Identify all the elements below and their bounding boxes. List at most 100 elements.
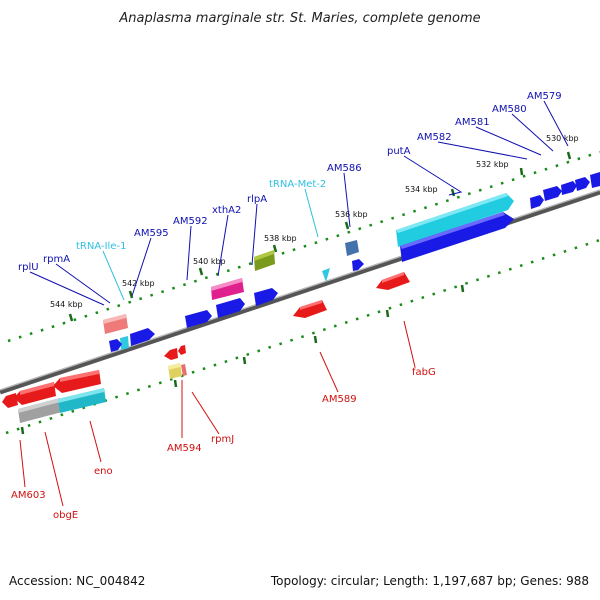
gene-label-AM595[interactable]: AM595 xyxy=(134,228,169,239)
feature-xthA2-shine xyxy=(211,278,242,291)
gene-label-AM586[interactable]: AM586 xyxy=(327,163,362,174)
leader-xthA2 xyxy=(217,214,229,277)
forward-features-row1 xyxy=(103,193,514,334)
major-tick xyxy=(450,188,456,197)
major-tick xyxy=(519,167,524,176)
reverse-label-leaders xyxy=(19,320,416,507)
scale-label: 542 kbp xyxy=(122,279,155,288)
feature-obgE-b-shine xyxy=(18,398,60,413)
scale-label: 532 kbp xyxy=(476,160,509,169)
feature-rplU[interactable] xyxy=(109,339,122,352)
gene-label-eno[interactable]: eno xyxy=(94,466,113,477)
gene-label-tRNA-Ile-1[interactable]: tRNA-Ile-1 xyxy=(76,241,126,252)
feature-putA[interactable] xyxy=(396,193,514,247)
major-tick xyxy=(242,356,247,365)
leader-AM580 xyxy=(511,113,554,152)
feature-rpmJ[interactable] xyxy=(178,345,186,355)
gene-label-tRNA-Met-2[interactable]: tRNA-Met-2 xyxy=(269,179,326,190)
gene-label-rplU[interactable]: rplU xyxy=(18,262,39,273)
feature-AM589[interactable] xyxy=(293,300,327,318)
trna-label-leaders xyxy=(102,188,319,301)
feature-rlpA-shine xyxy=(254,250,274,261)
leader-AM592 xyxy=(186,225,192,281)
scale-label: 538 kbp xyxy=(264,234,297,243)
gene-label-putA[interactable]: putA xyxy=(387,146,411,157)
leader-AM603 xyxy=(19,439,26,488)
gene-label-rpmA[interactable]: rpmA xyxy=(43,254,70,265)
leader-putA xyxy=(403,155,463,196)
gene-label-AM580[interactable]: AM580 xyxy=(492,104,527,115)
gene-label-obgE[interactable]: obgE xyxy=(53,510,78,521)
major-tick xyxy=(313,335,318,344)
feature-xthA2-b[interactable] xyxy=(216,298,245,318)
gene-label-AM582[interactable]: AM582 xyxy=(417,132,452,143)
leader-AM581 xyxy=(475,126,542,156)
feature-AM586b[interactable] xyxy=(352,259,364,271)
major-tick xyxy=(272,244,278,253)
feature-fabG[interactable] xyxy=(376,272,410,290)
leader-obgE xyxy=(44,431,64,507)
feature-AM586[interactable] xyxy=(345,240,359,256)
feature-obgE-shine xyxy=(20,382,54,395)
reverse-labels: fabG AM589 rpmJ AM594 eno obgE AM603 xyxy=(11,367,436,521)
feature-AM594[interactable] xyxy=(164,348,178,360)
scale-labels: 530 kbp 532 kbp 534 kbp 536 kbp 538 kbp … xyxy=(50,134,579,309)
scale-label: 530 kbp xyxy=(546,134,579,143)
gene-label-AM589[interactable]: AM589 xyxy=(322,394,357,405)
leader-rpmA xyxy=(55,263,111,304)
feature-rpmA-shine xyxy=(103,314,126,324)
feature-tRNA-Met-2[interactable] xyxy=(322,268,330,282)
gene-label-AM579[interactable]: AM579 xyxy=(527,91,562,102)
gene-label-rlpA[interactable]: rlpA xyxy=(247,194,267,205)
feature-rpmJ-b[interactable] xyxy=(181,364,187,376)
leader-eno xyxy=(89,420,102,463)
major-tick xyxy=(344,221,350,230)
map-title: Anaplasma marginale str. St. Maries, com… xyxy=(118,11,480,26)
major-tick xyxy=(385,309,390,318)
genome-summary-text: Topology: circular; Length: 1,197,687 bp… xyxy=(270,574,589,588)
feature-AM579[interactable] xyxy=(530,195,544,209)
feature-AM603[interactable] xyxy=(2,393,18,408)
leader-tRNA-Met-2 xyxy=(304,188,319,238)
feature-AM580[interactable] xyxy=(543,186,562,201)
feature-tRNA-Ile-1[interactable] xyxy=(120,336,129,350)
feature-AM595[interactable] xyxy=(130,328,155,346)
leader-AM582 xyxy=(437,141,528,160)
gene-label-xthA2[interactable]: xthA2 xyxy=(212,205,241,216)
leader-AM586 xyxy=(343,172,351,228)
feature-AM592[interactable] xyxy=(185,310,212,328)
gene-label-AM603[interactable]: AM603 xyxy=(11,490,46,501)
gene-label-AM581[interactable]: AM581 xyxy=(455,117,490,128)
major-ticks xyxy=(20,151,572,435)
feature-AM582[interactable] xyxy=(400,212,514,262)
scale-label: 536 kbp xyxy=(335,210,368,219)
reverse-features xyxy=(2,272,410,423)
leader-AM595 xyxy=(131,237,152,297)
feature-AM581b[interactable] xyxy=(575,177,590,191)
forward-label-leaders xyxy=(29,100,569,306)
scale-label: 544 kbp xyxy=(50,300,83,309)
feature-rlpA-b[interactable] xyxy=(254,288,278,306)
gene-label-AM592[interactable]: AM592 xyxy=(173,216,208,227)
leader-tRNA-Ile-1 xyxy=(102,250,125,301)
gene-label-fabG[interactable]: fabG xyxy=(412,367,436,378)
upper-tick-track xyxy=(7,150,600,343)
gene-label-rpmJ[interactable]: rpmJ xyxy=(211,434,234,445)
feature-eno-shine xyxy=(60,370,99,382)
feature-AM594-b-shine xyxy=(168,363,180,370)
leader-rplU xyxy=(29,271,105,306)
major-tick xyxy=(128,290,134,299)
scale-label: 540 kbp xyxy=(193,257,226,266)
upper-tick-line xyxy=(7,150,600,343)
major-tick xyxy=(68,313,74,322)
leader-AM579 xyxy=(543,100,569,147)
feature-AM579b[interactable] xyxy=(590,172,600,188)
feature-fabG-shine xyxy=(382,272,404,283)
major-tick xyxy=(20,426,25,435)
feature-putA-shine xyxy=(396,193,508,233)
major-tick xyxy=(173,379,178,388)
gene-label-AM594[interactable]: AM594 xyxy=(167,443,202,454)
feature-AM589-shine xyxy=(300,300,322,310)
feature-AM581a[interactable] xyxy=(561,181,577,195)
